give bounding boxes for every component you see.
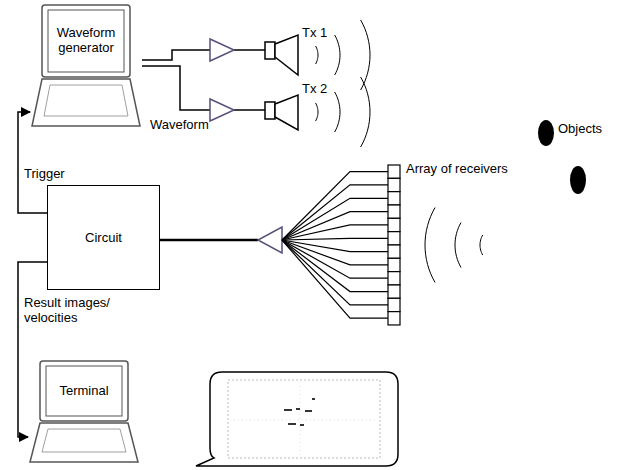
- image-targets: [284, 399, 315, 425]
- process-box: Circuit: [47, 185, 160, 290]
- speaker-symbol: [265, 102, 275, 119]
- receiver-wire: [282, 240, 388, 292]
- transmitter-label: Tx 2: [302, 82, 327, 97]
- sound-wave: [335, 35, 340, 75]
- receiver-wire: [282, 240, 388, 305]
- object-label: Objects: [558, 122, 602, 137]
- speaker-wire: [234, 109, 265, 111]
- amplifier-symbol: [210, 99, 234, 121]
- sound-wave: [316, 46, 318, 64]
- speaker-wire: [234, 49, 265, 51]
- receiver-element: [388, 272, 400, 285]
- connector-label: Result images/ velocities: [22, 296, 126, 326]
- laptop-screen: Terminal: [48, 368, 120, 414]
- array-label: Array of receivers: [406, 162, 508, 177]
- laptop-outline: [28, 360, 140, 464]
- node-label: Waveform generator: [50, 26, 122, 56]
- speaker-symbol: [265, 42, 275, 59]
- receiver-wire: [282, 238, 388, 240]
- receiver-element: [388, 232, 400, 245]
- receiver-wire: [282, 225, 388, 240]
- receiver-wire: [282, 172, 388, 240]
- sound-wave: [361, 77, 370, 147]
- receiver-wire: [282, 212, 388, 240]
- node-label: Terminal: [59, 384, 108, 399]
- waveform-wire: [142, 50, 210, 60]
- transmitter-label: Tx 1: [302, 26, 327, 41]
- receiver-wire: [282, 185, 388, 240]
- sound-wave: [316, 103, 318, 121]
- sound-wave: [480, 235, 483, 255]
- sound-wave: [425, 208, 435, 283]
- laptop-screen: Waveform generator: [50, 12, 122, 70]
- receiver-element: [388, 218, 400, 231]
- laptop-computer: Waveform generator: [30, 4, 142, 128]
- receiver-wire: [160, 239, 258, 242]
- receiver-element: [388, 285, 400, 298]
- receiver-wire: [282, 198, 388, 240]
- speaker-horn: [275, 35, 298, 75]
- object-blob: [538, 120, 554, 146]
- image-axis: [230, 420, 378, 421]
- speaker-horn: [275, 95, 298, 130]
- amplifier-symbol: [210, 39, 234, 61]
- receiver-element: [388, 298, 400, 311]
- sound-wave: [455, 223, 461, 268]
- receiver-element: [388, 258, 400, 271]
- receiver-element: [388, 165, 400, 178]
- receiver-element: [388, 312, 400, 325]
- receiver-element: [388, 192, 400, 205]
- receiver-element: [388, 245, 400, 258]
- amplifier-symbol: [258, 227, 282, 253]
- sound-wave: [335, 92, 340, 132]
- receiver-element: [388, 178, 400, 191]
- speech-bubble: [196, 372, 398, 466]
- receiver-element: [388, 205, 400, 218]
- signal-label: Waveform: [150, 118, 209, 133]
- receiver-wire: [282, 240, 388, 318]
- laptop-computer: Terminal: [28, 360, 140, 464]
- laptop-outline: [30, 4, 142, 128]
- object-blob: [570, 166, 586, 194]
- connector-label: Trigger: [22, 167, 67, 182]
- result-image: [228, 380, 380, 458]
- image-axis: [300, 382, 301, 456]
- waveform-wire: [142, 66, 210, 110]
- signal-connector: [18, 112, 47, 213]
- node-label: Circuit: [85, 230, 122, 245]
